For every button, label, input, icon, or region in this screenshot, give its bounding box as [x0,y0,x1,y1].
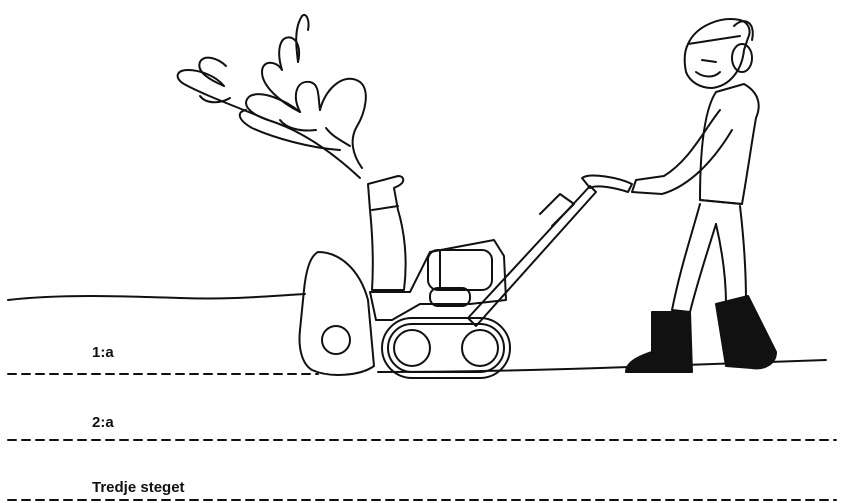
step-label-first: 1:a [92,344,114,361]
auger-hub [322,326,350,354]
step-label-second: 2:a [92,414,114,431]
boot-left [626,312,692,372]
push-handle [468,176,632,326]
engine-body [370,240,506,320]
auger-housing [300,252,375,375]
snowblower-chute [368,176,406,290]
operator-boots [626,296,776,372]
step-label-third: Tredje steget [92,479,185,496]
track-assembly [382,318,510,378]
snow-surface-line [8,294,305,300]
operator-figure [632,19,759,312]
boot-right [716,296,776,368]
snow-spray [178,15,366,178]
